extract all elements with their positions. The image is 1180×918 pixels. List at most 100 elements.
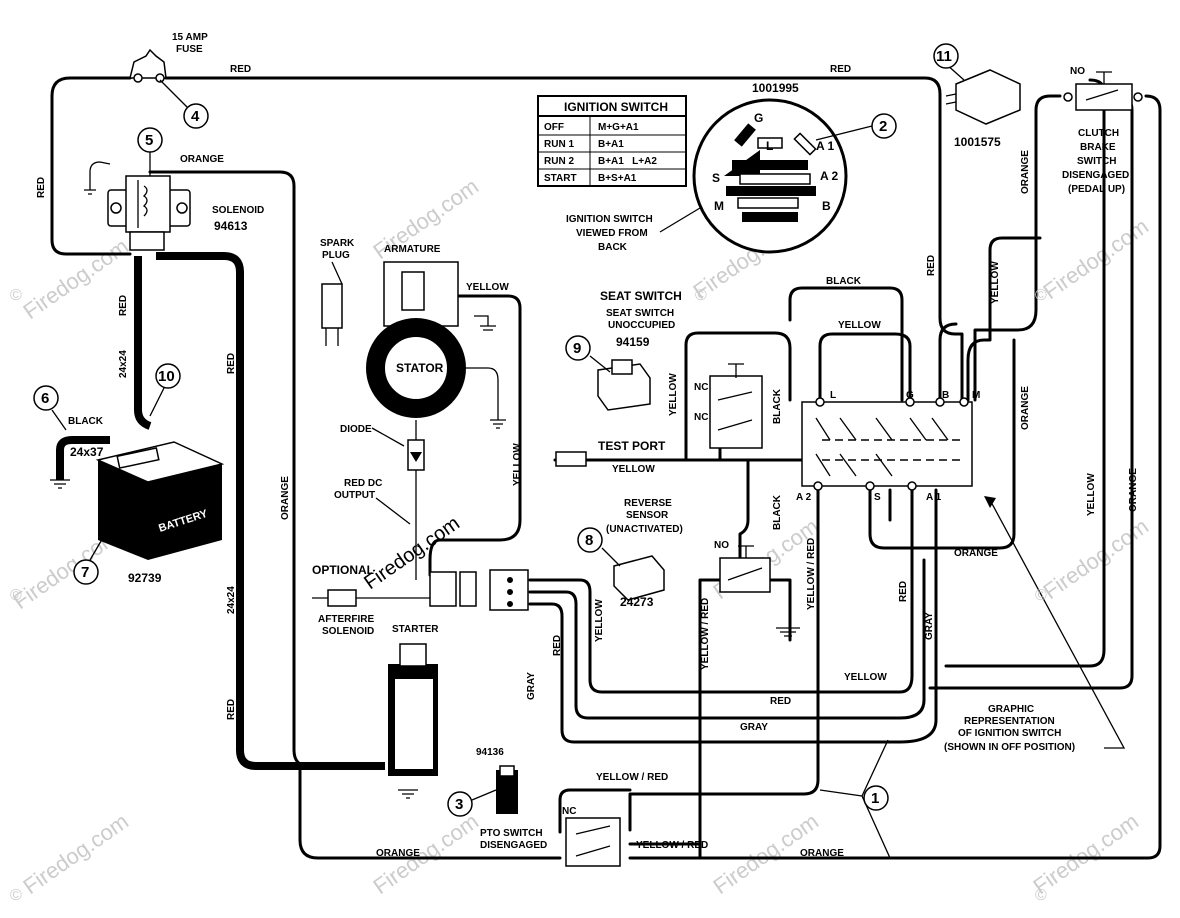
- fuse-label: 15 AMP: [172, 32, 208, 43]
- starter-label: STARTER: [392, 624, 439, 635]
- graphic-caption: GRAPHIC: [988, 704, 1034, 715]
- ref-number: 2: [879, 118, 887, 135]
- ref-number: 4: [191, 108, 200, 125]
- ignition-caption: IGNITION SWITCH: [566, 214, 653, 225]
- wire-label: BLACK: [772, 388, 783, 424]
- terminal-label: S: [712, 171, 720, 185]
- reverse-part: 24273: [620, 595, 654, 609]
- afterfire-label: AFTERFIRE: [318, 614, 374, 625]
- clutch-no: NO: [1070, 66, 1085, 77]
- wire-label: ORANGE: [954, 548, 998, 559]
- wire-label: 24x24: [118, 350, 129, 378]
- relay-part: 1001575: [954, 135, 1001, 149]
- graphic-caption: OF IGNITION SWITCH: [958, 728, 1061, 739]
- wire-label: BLACK: [68, 416, 104, 427]
- graphic-terminal: B: [942, 390, 949, 401]
- wire-label: YELLOW: [466, 282, 509, 293]
- wire-label: RED: [226, 699, 237, 720]
- clutch-label: CLUTCH: [1078, 128, 1119, 139]
- wire-label: YELLOW: [990, 261, 1001, 304]
- test-port: TEST PORT: [555, 439, 666, 467]
- wire-label: ORANGE: [180, 154, 224, 165]
- graphic-terminal: A 1: [926, 492, 942, 503]
- wire-label: 24x24: [226, 586, 237, 614]
- graphic-terminal: G: [906, 390, 914, 401]
- copyright-mark: ©: [1035, 587, 1047, 604]
- seat-sub: SEAT SWITCH: [606, 308, 674, 319]
- ref-number: 5: [145, 132, 153, 149]
- wire-label: RED: [926, 255, 937, 276]
- clutch-label: SWITCH: [1077, 156, 1116, 167]
- battery-part: 92739: [128, 571, 162, 585]
- copyright-marks: © © © © © © ©: [10, 287, 1047, 904]
- table-title: IGNITION SWITCH: [564, 100, 668, 114]
- wire-label: RED: [226, 353, 237, 374]
- terminal-label: A 1: [816, 139, 835, 153]
- seat-label: SEAT SWITCH: [600, 289, 682, 303]
- table-cell: OFF: [544, 122, 564, 133]
- wire-label: RED: [36, 177, 47, 198]
- copyright-mark: ©: [695, 287, 707, 304]
- wire-label: GRAY: [526, 672, 537, 700]
- copyright-mark: ©: [10, 587, 22, 604]
- wire-label: RED: [230, 64, 251, 75]
- ignition-module: SPARK PLUG ARMATURE STATOR DIODE RED DC …: [320, 238, 506, 525]
- wire-label: GRAY: [740, 722, 768, 733]
- watermark: Firedog.com: [1039, 513, 1154, 604]
- ref-number: 10: [158, 368, 175, 385]
- copyright-mark: ©: [1035, 287, 1047, 304]
- wire-label: RED: [898, 581, 909, 602]
- wire-label: YELLOW / RED: [636, 840, 708, 851]
- ref-number: 8: [585, 532, 593, 549]
- dc-label: RED DC: [344, 478, 382, 489]
- ignition-caption: VIEWED FROM: [576, 228, 648, 239]
- table-cell: RUN 2: [544, 156, 574, 167]
- reference-callouts: 4 5 6 10 7 2 11 9 8 3 1: [33, 43, 965, 817]
- wire-label: BLACK: [826, 276, 862, 287]
- seat-part: 94159: [616, 335, 650, 349]
- clutch-label: DISENGAGED: [1062, 170, 1129, 181]
- wire-label: YELLOW / RED: [806, 538, 817, 610]
- reverse-label: SENSOR: [626, 510, 669, 521]
- wire-label: RED: [770, 696, 791, 707]
- table-cell: B+A1: [598, 139, 624, 150]
- wire-label: YELLOW: [1086, 473, 1097, 516]
- seat-switch: SEAT SWITCH SEAT SWITCH UNOCCUPIED 94159…: [597, 289, 763, 449]
- fuse-label: FUSE: [176, 44, 203, 55]
- pto-label: PTO SWITCH: [480, 828, 543, 839]
- solenoid-label: SOLENOID: [212, 205, 264, 216]
- clutch-switch: NO CLUTCH BRAKE SWITCH DISENGAGED (PEDAL…: [1062, 66, 1143, 195]
- wire-label: ORANGE: [376, 848, 420, 859]
- wire-label: YELLOW: [612, 464, 655, 475]
- copyright-mark: ©: [10, 887, 22, 904]
- pto-nc: NC: [562, 806, 576, 817]
- watermark: Firedog.com: [19, 808, 134, 899]
- wire-label: RED: [552, 635, 563, 656]
- spark-plug-label: PLUG: [322, 250, 350, 261]
- table-cell: B+A1 L+A2: [598, 156, 657, 167]
- diode-label: DIODE: [340, 424, 372, 435]
- optional-label: OPTIONAL: [312, 563, 374, 577]
- clutch-label: (PEDAL UP): [1068, 184, 1125, 195]
- graphic-terminal: S: [874, 492, 881, 503]
- wires: [50, 76, 1162, 860]
- wire-label: YELLOW: [838, 320, 881, 331]
- reverse-label: (UNACTIVATED): [606, 524, 683, 535]
- wire-label: YELLOW: [844, 672, 887, 683]
- wire-label: ORANGE: [1020, 150, 1031, 194]
- table-cell: START: [544, 173, 577, 184]
- pto-part: 94136: [476, 747, 504, 758]
- ref-number: 1: [871, 790, 879, 807]
- reverse-sensor: REVERSE SENSOR (UNACTIVATED) 24273 NO: [606, 498, 800, 637]
- test-port-label: TEST PORT: [598, 439, 666, 453]
- connectors: [429, 569, 529, 611]
- wire-label: 24x37: [70, 445, 104, 459]
- seat-nc: NC: [694, 412, 708, 423]
- seat-nc: NC: [694, 382, 708, 393]
- wire-label: GRAY: [924, 612, 935, 640]
- watermark: Firedog.com: [1039, 213, 1154, 304]
- terminal-label: B: [822, 199, 831, 213]
- solenoid-part: 94613: [214, 219, 248, 233]
